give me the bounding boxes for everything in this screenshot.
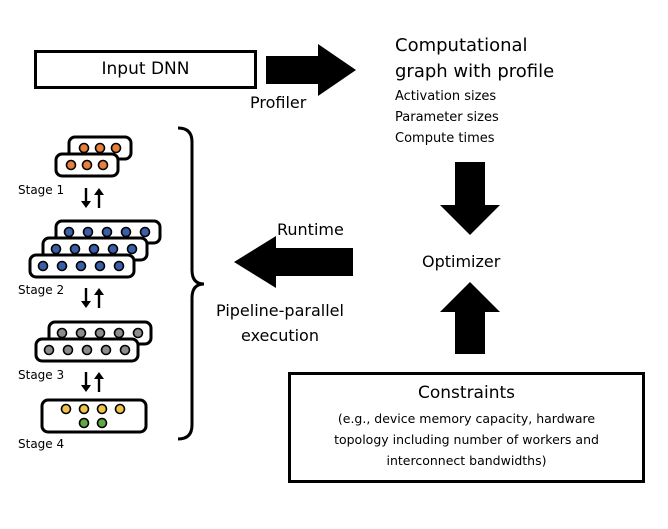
graph-title-line2: graph with profile	[395, 61, 555, 82]
stage-2-dot	[107, 243, 119, 255]
stage-3-dot	[94, 327, 106, 339]
stage-3-dot	[56, 327, 68, 339]
pipeline-label-line2: execution	[241, 326, 319, 345]
stage-1-label: Stage 1	[18, 183, 65, 197]
stage-4-label: Stage 4	[18, 437, 65, 451]
input-dnn-label: Input DNN	[101, 59, 190, 79]
stage-3-dot	[100, 344, 112, 356]
neuron-dots	[37, 142, 151, 429]
stage-2-dot	[120, 226, 132, 238]
stage-1-2-down-arrow-head	[81, 201, 91, 208]
stage-3-dot	[43, 344, 55, 356]
optimizer-down-arrow	[440, 162, 500, 235]
stage-3-dot	[132, 327, 144, 339]
stage-2-3-up-arrow-head	[94, 288, 104, 295]
stage-2-dot	[82, 226, 94, 238]
stage-3-4-down-arrow-head	[81, 385, 91, 392]
stage-1-dot	[94, 142, 106, 154]
stage-1-layers	[54, 135, 133, 178]
stage-3-dot	[75, 327, 87, 339]
stage-2-3-down-arrow-head	[81, 301, 91, 308]
stage-4-dot	[96, 417, 108, 429]
stage-2-label: Stage 2	[18, 283, 65, 297]
stage-3-layers	[34, 320, 153, 363]
stage-2-dot	[101, 226, 113, 238]
stage-1-dot	[97, 159, 109, 171]
stage-4-dot	[60, 403, 72, 415]
stage-3-dot	[62, 344, 74, 356]
profiler-arrow	[266, 44, 356, 96]
stage-1-2-up-arrow-head	[94, 188, 104, 195]
stage-3-dot	[81, 344, 93, 356]
constraints-title: Constraints	[418, 383, 515, 403]
constraints-up-arrow	[440, 282, 500, 354]
stage-4-dot	[114, 403, 126, 415]
pipeline-brace	[177, 126, 205, 441]
stage-2-dot	[75, 260, 87, 272]
optimizer-label: Optimizer	[422, 252, 501, 271]
stage-4-layer	[40, 398, 148, 434]
stage-3-4-up-arrow-head	[94, 372, 104, 379]
stage-2-dot	[139, 226, 151, 238]
stage-1-dot	[110, 142, 122, 154]
stage-1-dot	[65, 159, 77, 171]
stage-4-dot	[78, 417, 90, 429]
stage-2-dot	[63, 226, 75, 238]
runtime-arrow	[234, 236, 353, 288]
stage-2-dot	[50, 243, 62, 255]
graph-item-compute: Compute times	[395, 131, 495, 146]
pipeline-label-line1: Pipeline-parallel	[216, 301, 344, 320]
stage-2-dot	[94, 260, 106, 272]
stage-4-dot	[96, 403, 108, 415]
stage-1-dot	[78, 142, 90, 154]
graph-item-parameter: Parameter sizes	[395, 110, 499, 125]
stage-2-dot	[69, 243, 81, 255]
constraints-line3: interconnect bandwidths)	[386, 453, 547, 468]
stage-2-dot	[113, 260, 125, 272]
stage-1-dot	[81, 159, 93, 171]
stage-2-dot	[88, 243, 100, 255]
stage-3-label: Stage 3	[18, 368, 65, 382]
stage-2-dot	[37, 260, 49, 272]
stage-3-dot	[119, 344, 131, 356]
graph-item-activation: Activation sizes	[395, 89, 497, 104]
constraints-line1: (e.g., device memory capacity, hardware	[337, 411, 596, 426]
stage-3-dot	[113, 327, 125, 339]
runtime-label: Runtime	[277, 220, 344, 239]
stage-2-dot	[56, 260, 68, 272]
constraints-line2: topology including number of workers and	[334, 432, 599, 447]
stage-2-dot	[126, 243, 138, 255]
stage-transfer-arrows	[81, 188, 104, 392]
profiler-label: Profiler	[250, 93, 307, 112]
stage-4-dot	[78, 403, 90, 415]
graph-title-line1: Computational	[395, 35, 528, 56]
constraints-box: Constraints (e.g., device memory capacit…	[288, 372, 645, 483]
input-dnn-box: Input DNN	[34, 50, 257, 89]
